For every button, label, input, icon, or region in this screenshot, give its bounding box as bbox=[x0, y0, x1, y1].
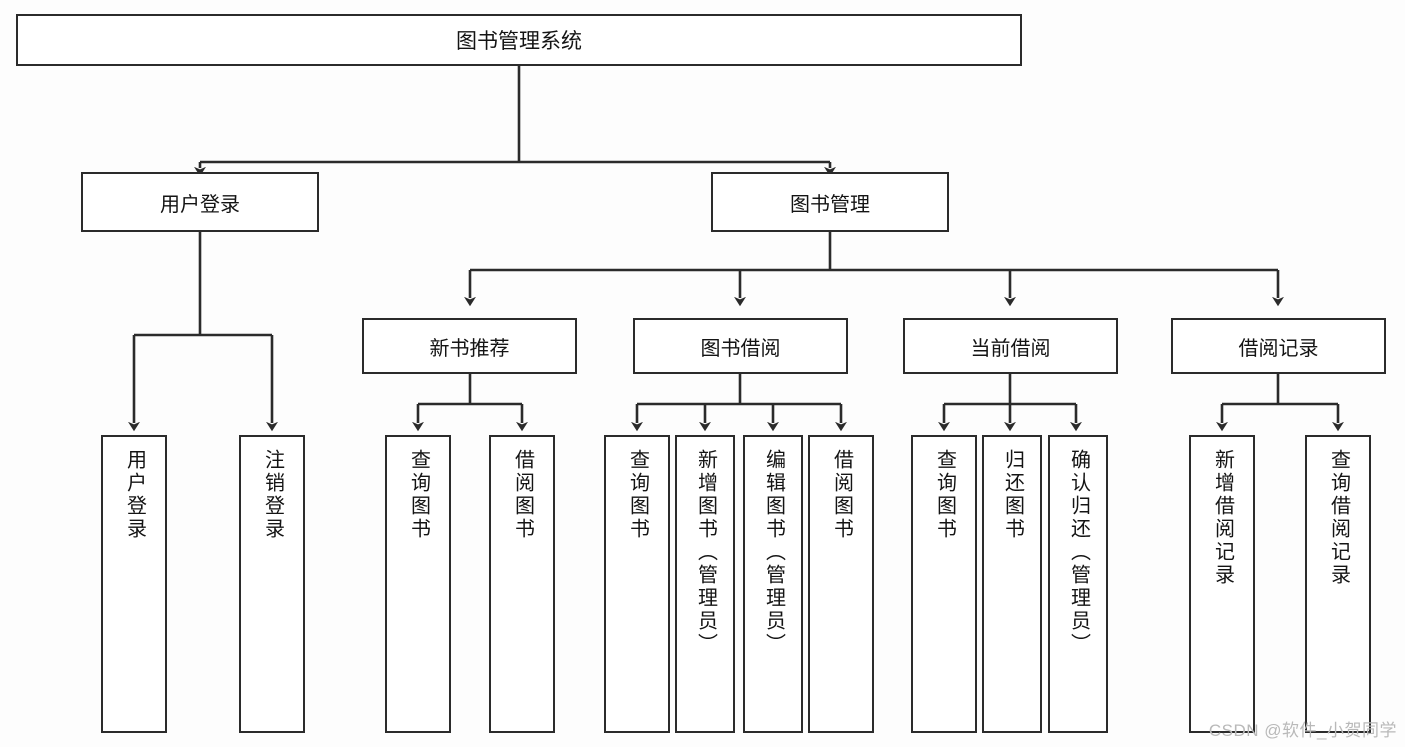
node-borrow-record-label: 借阅记录 bbox=[1238, 337, 1319, 360]
node-borrow-record[interactable]: 借阅记录 bbox=[1171, 318, 1386, 374]
leaf-return-book-label: 归还图书 bbox=[1001, 449, 1024, 541]
leaf-add-record[interactable]: 新增借阅记录 bbox=[1189, 435, 1255, 733]
leaf-user-login[interactable]: 用户登录 bbox=[101, 435, 167, 733]
leaf-borrow-book-1-label: 借阅图书 bbox=[511, 449, 534, 541]
leaf-add-record-label: 新增借阅记录 bbox=[1211, 449, 1234, 587]
node-new-book-recommend-label: 新书推荐 bbox=[429, 337, 510, 360]
leaf-query-record[interactable]: 查询借阅记录 bbox=[1305, 435, 1371, 733]
leaf-query-book-3-label: 查询图书 bbox=[933, 449, 956, 541]
node-user-login-label: 用户登录 bbox=[160, 193, 240, 216]
leaf-return-book[interactable]: 归还图书 bbox=[982, 435, 1042, 733]
leaf-query-book-3[interactable]: 查询图书 bbox=[911, 435, 977, 733]
leaf-query-book-2[interactable]: 查询图书 bbox=[604, 435, 670, 733]
leaf-query-book-1[interactable]: 查询图书 bbox=[385, 435, 451, 733]
leaf-edit-book-label: 编辑图书（管理员） bbox=[762, 449, 785, 656]
node-book-borrow-label: 图书借阅 bbox=[700, 337, 781, 360]
node-new-book-recommend[interactable]: 新书推荐 bbox=[362, 318, 577, 374]
leaf-borrow-book-1[interactable]: 借阅图书 bbox=[489, 435, 555, 733]
leaf-logout-login-label: 注销登录 bbox=[261, 449, 284, 541]
leaf-add-book-label: 新增图书（管理员） bbox=[694, 449, 717, 656]
leaf-edit-book[interactable]: 编辑图书（管理员） bbox=[743, 435, 803, 733]
node-user-login[interactable]: 用户登录 bbox=[81, 172, 319, 232]
leaf-borrow-book-2[interactable]: 借阅图书 bbox=[808, 435, 874, 733]
node-book-manage-label: 图书管理 bbox=[790, 193, 870, 216]
leaf-query-book-1-label: 查询图书 bbox=[407, 449, 430, 541]
node-root[interactable]: 图书管理系统 bbox=[16, 14, 1022, 66]
leaf-add-book[interactable]: 新增图书（管理员） bbox=[675, 435, 735, 733]
node-root-label: 图书管理系统 bbox=[456, 30, 582, 53]
leaf-query-book-2-label: 查询图书 bbox=[626, 449, 649, 541]
leaf-user-login-label: 用户登录 bbox=[123, 449, 146, 541]
node-book-borrow[interactable]: 图书借阅 bbox=[633, 318, 848, 374]
leaf-confirm-return[interactable]: 确认归还（管理员） bbox=[1048, 435, 1108, 733]
leaf-logout-login[interactable]: 注销登录 bbox=[239, 435, 305, 733]
node-current-borrow[interactable]: 当前借阅 bbox=[903, 318, 1118, 374]
node-book-manage[interactable]: 图书管理 bbox=[711, 172, 949, 232]
leaf-confirm-return-label: 确认归还（管理员） bbox=[1067, 449, 1090, 656]
leaf-borrow-book-2-label: 借阅图书 bbox=[830, 449, 853, 541]
leaf-query-record-label: 查询借阅记录 bbox=[1327, 449, 1350, 587]
node-current-borrow-label: 当前借阅 bbox=[970, 337, 1051, 360]
